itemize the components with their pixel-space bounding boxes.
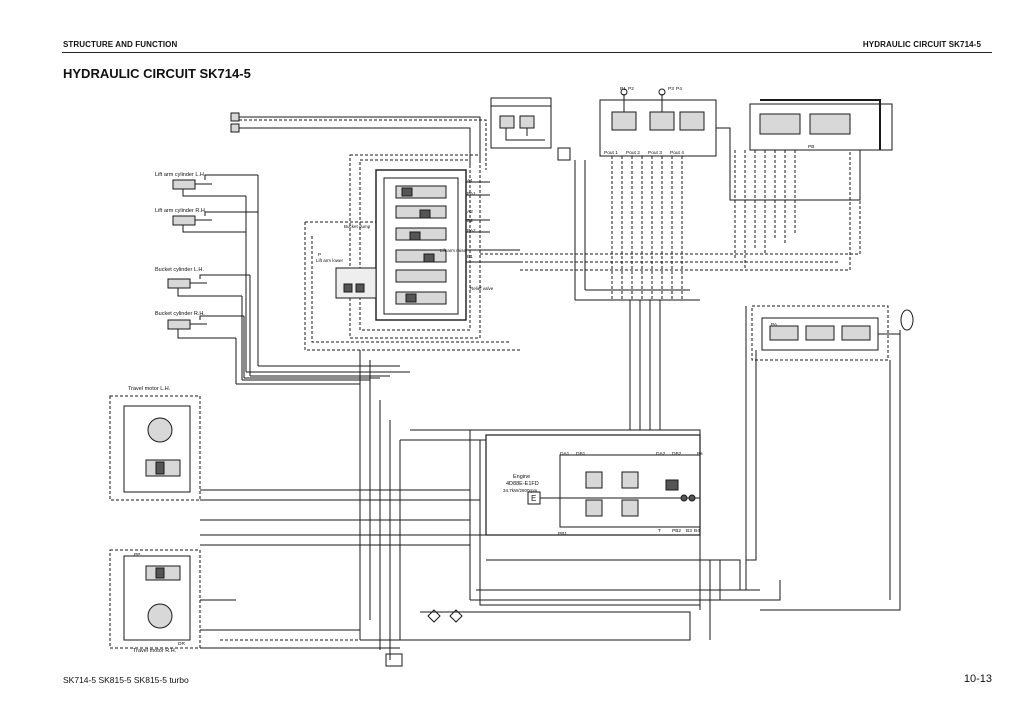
joystick-valve-left — [599, 88, 717, 157]
label-engine-model: 4D88E-E1FD — [506, 481, 539, 487]
lift-arm-cylinder-rh — [172, 211, 258, 233]
label-travel-lh: Travel motor L.H. — [128, 386, 171, 392]
port-pb2: PB2 — [672, 528, 681, 534]
port-a1: A1 — [467, 178, 473, 184]
footer-page-number: 10-13 — [963, 673, 992, 685]
label-lift-arm-lh: Lift arm cylinder L.H. — [155, 172, 206, 178]
label-lift-arm-rh: Lift arm cylinder R.H. — [155, 208, 207, 214]
port-pa1: PA1 — [467, 191, 476, 197]
port-da2: DA2 — [656, 451, 666, 457]
label-lift-arm-raise: Lift arm raise — [440, 248, 467, 253]
label-bucket-lh: Bucket cylinder L.H. — [155, 267, 204, 273]
header-divider — [62, 52, 992, 53]
header-section-label: STRUCTURE AND FUNCTION — [63, 40, 178, 49]
port-p2: P2 — [628, 86, 634, 92]
port-a2: A2 — [467, 209, 473, 215]
pilot-inlet-lines — [230, 112, 487, 170]
port-dr: DR — [178, 641, 185, 647]
auxiliary-control-valve — [751, 305, 914, 361]
port-pb: PB — [808, 144, 814, 150]
port-p1: P1 — [620, 86, 626, 92]
port-db2: DB2 — [672, 451, 682, 457]
port-pa2: PA2 — [467, 228, 476, 234]
port-pout4: Pout 4 — [670, 150, 684, 156]
port-pout1: Pout 1 — [604, 150, 618, 156]
port-b4: B4 — [694, 528, 700, 534]
label-engine: Engine — [513, 474, 530, 480]
port-b2: B2 — [467, 218, 473, 224]
page-title: HYDRAULIC CIRCUIT SK714-5 — [63, 66, 251, 81]
port-t: T — [658, 528, 661, 534]
port-pa: PA — [771, 322, 778, 328]
label-bucket-rh: Bucket cylinder R.H. — [155, 311, 205, 317]
pilot-line-bundle — [611, 150, 796, 300]
port-pp: PP — [134, 552, 140, 558]
travel-motor-rh — [109, 549, 201, 649]
port-db1: DB1 — [576, 451, 586, 457]
footer-model-list: SK714-5 SK815-5 SK815-5 turbo — [63, 675, 189, 685]
bottom-filter-group — [385, 609, 463, 667]
pilot-pump-unit — [490, 97, 571, 161]
bucket-cylinder-lh — [167, 274, 250, 297]
port-p: P — [318, 252, 321, 258]
engine-pump-assembly — [485, 434, 701, 536]
label-relief-valve: Relief valve — [470, 286, 494, 291]
lift-arm-cylinder-lh — [172, 174, 258, 197]
port-da1: DA1 — [560, 451, 570, 457]
port-p4: P4 — [676, 86, 682, 92]
port-b1: B1 — [467, 254, 473, 260]
port-pout3: Pout 3 — [648, 150, 662, 156]
label-engine-symbol: E — [531, 494, 536, 503]
port-ps: Ps — [697, 451, 703, 457]
port-pb1: PB1 — [558, 531, 567, 537]
port-b3: B3 — [686, 528, 692, 534]
joystick-valve-right — [749, 99, 893, 151]
bucket-cylinder-rh — [167, 315, 244, 339]
label-travel-rh: Travel motor R.H. — [133, 648, 177, 654]
label-bucket-dump: Bucket dump — [344, 224, 371, 229]
port-pout2: Pout 2 — [626, 150, 640, 156]
header-document-label: HYDRAULIC CIRCUIT SK714-5 — [862, 40, 981, 49]
label-lift-arm-lower: Lift arm lower — [316, 258, 344, 263]
label-engine-power: 34.7kW/2800rpm — [503, 488, 538, 493]
travel-motor-lh — [109, 395, 201, 501]
port-p3: P3 — [668, 86, 674, 92]
pilot-manifold-block — [304, 221, 520, 351]
main-control-valve — [349, 154, 520, 339]
